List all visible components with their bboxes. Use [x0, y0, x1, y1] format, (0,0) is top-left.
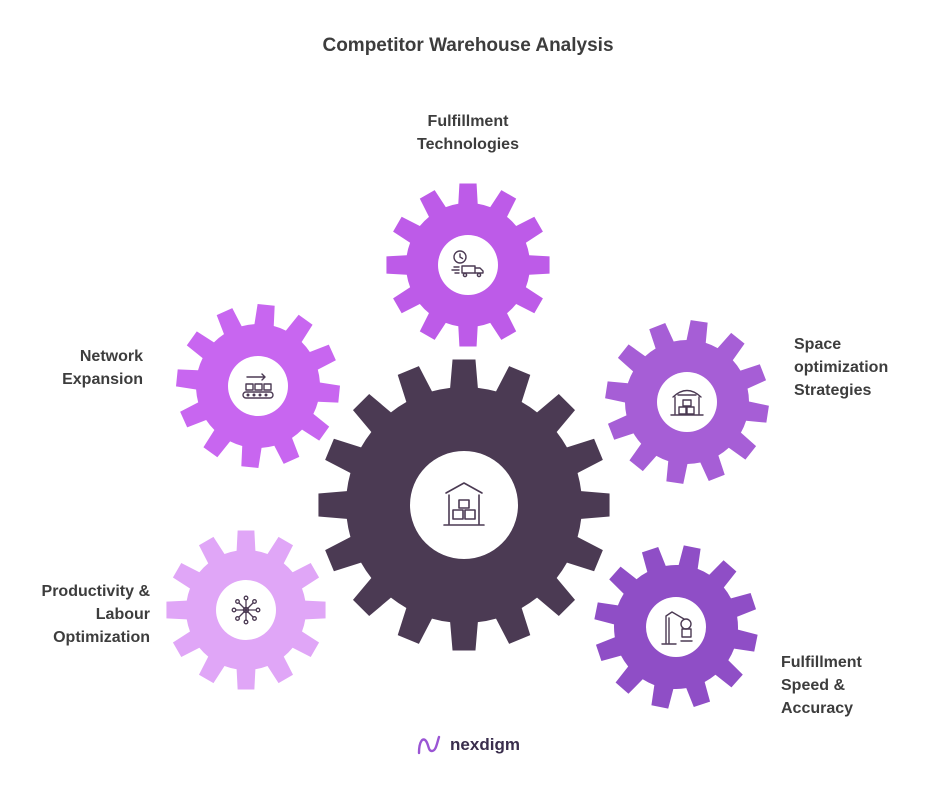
fulfillment-technologies-hub [438, 235, 498, 295]
label-fulfillment-technologies: Fulfillment Technologies [417, 113, 519, 154]
label-space-optimization: Space optimization Strategies [794, 336, 889, 400]
label-productivity-labour: Productivity & Labour Optimization [41, 583, 150, 647]
warehouse-icon [670, 389, 704, 416]
network-nodes-icon [231, 595, 261, 625]
brand-name: nexdigm [450, 735, 520, 754]
page-title: Competitor Warehouse Analysis [322, 35, 614, 56]
label-network-expansion: Network Expansion [62, 348, 143, 389]
label-fulfillment-speed: Fulfillment Speed & Accuracy [781, 654, 862, 718]
conveyor-belt-icon [242, 373, 274, 399]
center-gear-hub [410, 451, 518, 559]
network-expansion-hub [228, 356, 288, 416]
fulfillment-speed-hub [646, 597, 706, 657]
warehouse-boxes-icon [443, 482, 485, 526]
brand-footer: nexdigm [0, 735, 936, 755]
space-optimization-hub [657, 372, 717, 432]
robotic-arm-icon [661, 611, 693, 645]
nexdigm-logo-icon [417, 735, 441, 755]
delivery-truck-clock-icon [451, 250, 484, 278]
